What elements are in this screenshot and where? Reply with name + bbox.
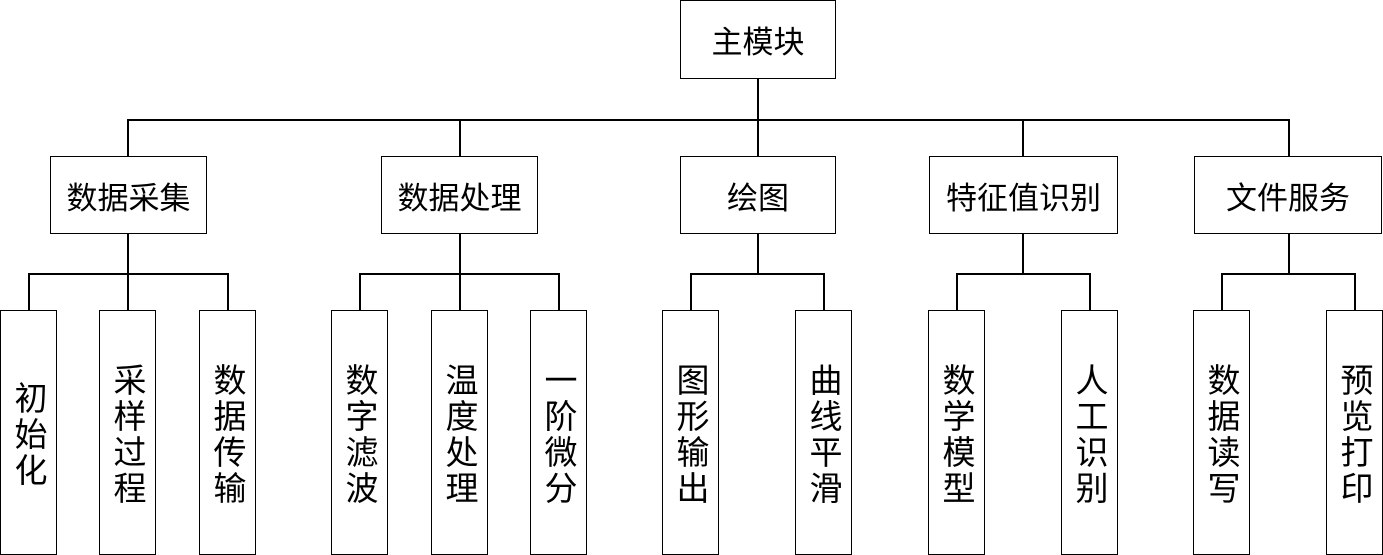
leaf-node-first-derivative: 一阶微分 — [530, 310, 587, 555]
connector-m5-down — [1288, 233, 1290, 273]
connector-m4-down — [1022, 233, 1024, 273]
leaf-node-label: 一阶微分 — [539, 362, 578, 507]
leaf-node-digital-filter: 数字滤波 — [331, 310, 388, 555]
connector-module-1 — [127, 119, 129, 156]
leaf-node-label: 温度处理 — [440, 362, 479, 507]
leaf-node-data-read-write: 数据读写 — [1193, 310, 1250, 555]
leaf-node-label: 初始化 — [9, 380, 48, 489]
leaf-node-label: 采样过程 — [108, 362, 147, 507]
module-node-data-acquisition: 数据采集 — [50, 156, 207, 234]
connector-m1-leaf-2 — [127, 273, 129, 310]
connector-m3-leaf-1 — [690, 273, 692, 310]
connector-m4-bus — [956, 273, 1090, 275]
connector-m5-leaf-2 — [1354, 273, 1356, 310]
connector-m5-bus — [1221, 273, 1355, 275]
connector-m1-leaf-1 — [28, 273, 30, 310]
leaf-node-label: 数字滤波 — [340, 362, 379, 507]
connector-module-2 — [459, 119, 461, 156]
leaf-node-curve-smoothing: 曲线平滑 — [795, 310, 852, 555]
leaf-node-label: 数据传输 — [208, 362, 247, 507]
leaf-node-sampling: 采样过程 — [99, 310, 156, 555]
module-node-feature-recognition: 特征值识别 — [929, 156, 1118, 234]
root-node: 主模块 — [680, 0, 836, 79]
leaf-node-label: 数据读写 — [1202, 362, 1241, 507]
module-node-label: 特征值识别 — [946, 180, 1101, 217]
connector-module-bus — [127, 119, 1289, 121]
root-node-label: 主模块 — [711, 25, 805, 61]
module-node-label: 绘图 — [727, 180, 789, 217]
leaf-node-temperature: 温度处理 — [431, 310, 488, 555]
module-node-file-service: 文件服务 — [1194, 156, 1382, 234]
leaf-node-graph-output: 图形输出 — [662, 310, 719, 555]
connector-m2-leaf-1 — [359, 273, 361, 310]
connector-m2-leaf-3 — [558, 273, 560, 310]
connector-m3-leaf-2 — [823, 273, 825, 310]
connector-root-down — [757, 78, 759, 119]
connector-m3-bus — [690, 273, 824, 275]
module-node-plotting: 绘图 — [680, 156, 836, 234]
connector-m2-leaf-2 — [459, 273, 461, 310]
leaf-node-initialization: 初始化 — [0, 310, 57, 555]
connector-m4-leaf-2 — [1089, 273, 1091, 310]
connector-module-5 — [1288, 119, 1290, 156]
module-node-data-processing: 数据处理 — [381, 156, 538, 234]
connector-m4-leaf-1 — [956, 273, 958, 310]
connector-module-3 — [757, 119, 759, 156]
leaf-node-data-transfer: 数据传输 — [199, 310, 256, 555]
leaf-node-preview-print: 预览打印 — [1326, 310, 1383, 555]
leaf-node-math-model: 数学模型 — [928, 310, 985, 555]
leaf-node-label: 图形输出 — [671, 362, 710, 507]
module-node-label: 数据处理 — [397, 180, 522, 217]
leaf-node-manual-recognition: 人工识别 — [1061, 310, 1118, 555]
module-node-label: 数据采集 — [66, 180, 191, 217]
leaf-node-label: 数学模型 — [937, 362, 976, 507]
connector-m1-leaf-3 — [227, 273, 229, 310]
connector-m1-down — [127, 233, 129, 273]
leaf-node-label: 曲线平滑 — [804, 362, 843, 507]
module-node-label: 文件服务 — [1226, 180, 1350, 217]
connector-module-4 — [1022, 119, 1024, 156]
connector-m3-down — [757, 233, 759, 273]
leaf-node-label: 预览打印 — [1335, 362, 1374, 507]
connector-m2-down — [459, 233, 461, 273]
connector-m5-leaf-1 — [1221, 273, 1223, 310]
leaf-node-label: 人工识别 — [1070, 362, 1109, 507]
